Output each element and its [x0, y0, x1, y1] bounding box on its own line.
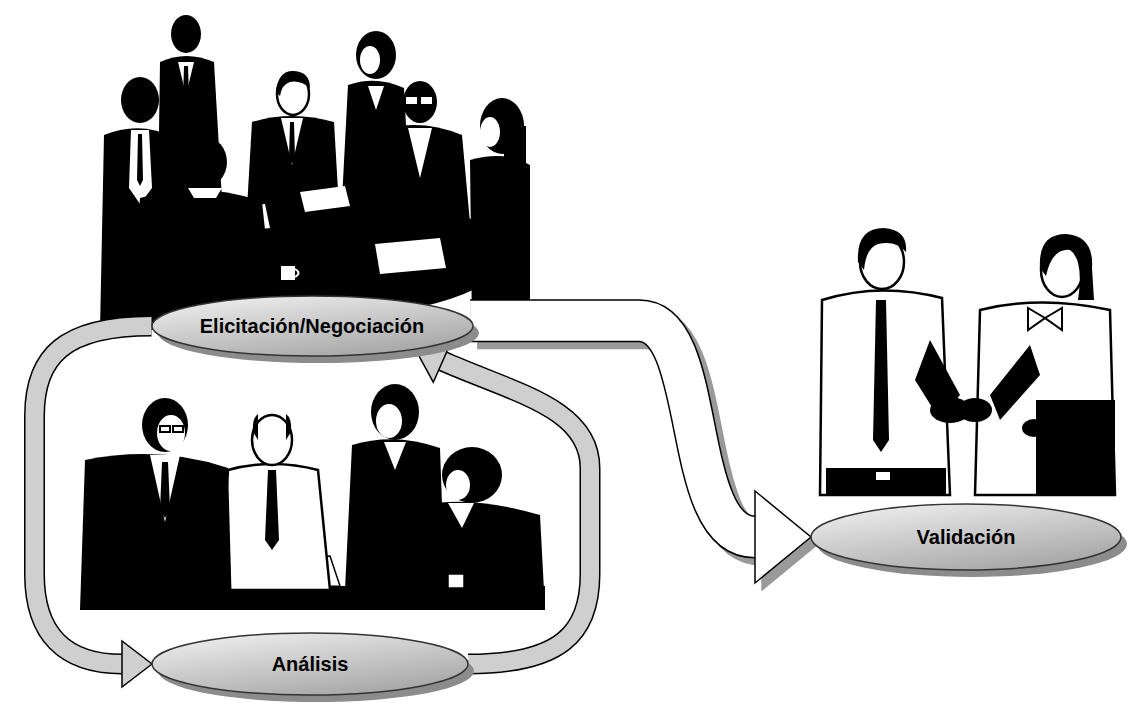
- ellipse-fill: [811, 504, 1121, 570]
- arrow-head: [122, 641, 152, 687]
- analysis-people: [80, 384, 545, 610]
- phase-label: Elicitación/Negociación: [200, 314, 425, 338]
- arrow-body: [415, 340, 590, 664]
- arrow-outline: [35, 326, 152, 664]
- phase-ellipse: Validación: [809, 502, 1123, 572]
- cycle-arrow: [415, 340, 590, 664]
- arrow-head: [755, 491, 811, 583]
- arrow-shadow: [477, 328, 818, 590]
- meeting-people: [100, 15, 530, 330]
- phase-label: Validación: [917, 525, 1016, 549]
- arrow-outline: [470, 321, 755, 537]
- arrow-fill: [35, 326, 152, 664]
- arrow-body: [470, 321, 811, 583]
- arrow-fill: [443, 361, 590, 664]
- phase-ellipse: Elicitación/Negociación: [150, 294, 475, 358]
- ellipse-fill: [152, 296, 473, 356]
- arrow-outline: [443, 361, 590, 664]
- handshake-people: [820, 228, 1115, 495]
- arrow-fill: [470, 321, 755, 537]
- phase-ellipse: Análisis: [150, 631, 470, 697]
- ellipse-fill: [152, 633, 468, 695]
- phase-label: Análisis: [272, 652, 349, 676]
- cycle-arrow: [470, 321, 818, 590]
- cycle-arrow: [35, 326, 153, 687]
- arrow-body: [35, 326, 153, 687]
